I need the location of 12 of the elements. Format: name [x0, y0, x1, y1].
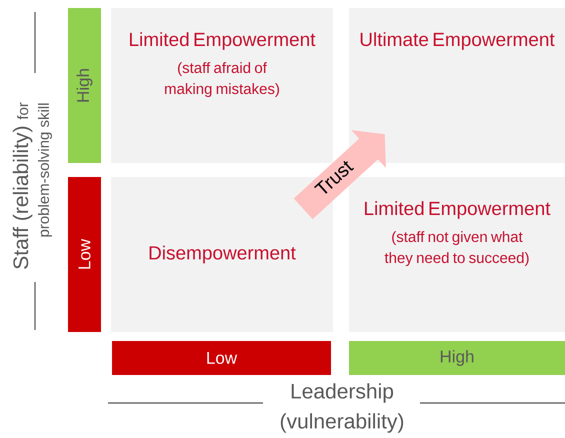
axis-note: problem-solving skill: [38, 104, 52, 237]
axis-title: Staff (reliability): [12, 126, 32, 269]
level-bar: High: [349, 340, 565, 375]
level-bar: Low: [112, 340, 331, 375]
level-bar: Low: [68, 177, 101, 332]
block-arrow: [294, 130, 386, 220]
quadrant-box: Limited Empowerment (staff not given what they need to succeed): [349, 177, 565, 332]
quadrant-box: Limited Empowerment (staff afraid of making mistakes): [111, 8, 333, 163]
axis-title: Leadership (vulnerability): [280, 383, 404, 433]
axis-note: for: [17, 102, 28, 120]
quadrant-box: Ultimate Empowerment: [349, 8, 565, 163]
level-bar: High: [68, 8, 101, 163]
